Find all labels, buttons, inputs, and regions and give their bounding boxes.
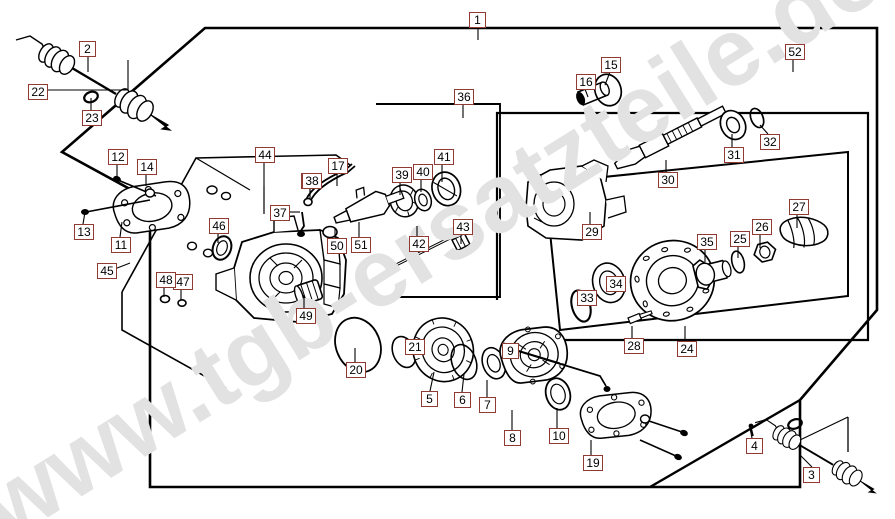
o-ring-20	[334, 316, 382, 374]
gasket-19	[579, 391, 652, 439]
callout-32[interactable]: 32	[760, 134, 780, 150]
callout-28[interactable]: 28	[624, 338, 644, 354]
callout-4[interactable]: 4	[746, 438, 763, 454]
callout-50[interactable]: 50	[327, 238, 347, 254]
callout-11[interactable]: 11	[111, 237, 131, 253]
washer-48	[159, 294, 171, 304]
callout-5[interactable]: 5	[421, 391, 438, 407]
callout-33[interactable]: 33	[577, 290, 597, 306]
clamp-18	[303, 197, 313, 207]
callout-27[interactable]: 27	[789, 199, 809, 215]
callout-52[interactable]: 52	[785, 44, 805, 60]
callout-41[interactable]: 41	[434, 149, 454, 165]
callout-30[interactable]: 30	[658, 172, 678, 188]
divider-line	[649, 398, 801, 489]
washer-25	[730, 250, 746, 274]
bolt-28	[627, 310, 653, 325]
circlip-23	[83, 90, 99, 104]
callout-24[interactable]: 24	[677, 341, 697, 357]
callout-25[interactable]: 25	[730, 231, 750, 247]
screw-47	[177, 298, 187, 307]
actuator-51	[333, 186, 405, 224]
bolt-12-right	[639, 414, 688, 437]
cap-50	[322, 225, 338, 239]
oil-seal-10	[544, 377, 572, 411]
callout-38[interactable]: 38	[302, 173, 322, 189]
callout-22[interactable]: 22	[28, 84, 48, 100]
spacer-40	[413, 188, 433, 212]
callout-17[interactable]: 17	[328, 158, 348, 174]
callout-35[interactable]: 35	[697, 234, 717, 250]
callout-13[interactable]: 13	[74, 224, 94, 240]
detail-frame-52	[495, 111, 870, 342]
callout-46[interactable]: 46	[209, 218, 229, 234]
callout-45[interactable]: 45	[97, 263, 117, 279]
circlip-23b	[787, 418, 803, 430]
callout-21[interactable]: 21	[405, 339, 425, 355]
callout-43[interactable]: 43	[453, 219, 473, 235]
detail-frame-inner	[543, 150, 849, 332]
callout-48[interactable]: 48	[156, 272, 176, 288]
seal-46	[211, 235, 233, 261]
callout-6[interactable]: 6	[454, 392, 471, 408]
wheel-hub-35	[692, 259, 732, 291]
callout-37[interactable]: 37	[270, 205, 290, 221]
gasket-plate-11	[112, 180, 191, 234]
callout-14[interactable]: 14	[137, 159, 157, 175]
callout-47[interactable]: 47	[173, 274, 193, 290]
callout-23[interactable]: 23	[82, 110, 102, 126]
callout-16[interactable]: 16	[576, 74, 596, 90]
brake-disc-24	[629, 239, 716, 322]
callout-36[interactable]: 36	[454, 89, 474, 105]
callout-40[interactable]: 40	[413, 164, 433, 180]
callout-3[interactable]: 3	[803, 467, 820, 483]
callout-7[interactable]: 7	[479, 397, 496, 413]
gearcase-29	[525, 159, 627, 241]
bearing-collar-41	[431, 171, 462, 207]
callout-15[interactable]: 15	[601, 57, 621, 73]
detail-frame-36	[376, 103, 501, 298]
callout-39[interactable]: 39	[392, 167, 412, 183]
ring-gear-5	[412, 317, 475, 383]
callout-19[interactable]: 19	[583, 455, 603, 471]
ball-bearing-31	[719, 109, 747, 141]
dust-boot-27	[779, 216, 829, 249]
pinion-shaft-30	[613, 105, 728, 170]
callout-26[interactable]: 26	[752, 219, 772, 235]
callout-8[interactable]: 8	[504, 430, 521, 446]
roller-bearing-49	[293, 279, 324, 306]
callout-29[interactable]: 29	[582, 224, 602, 240]
sleeve-16	[576, 81, 610, 107]
callout-31[interactable]: 31	[724, 147, 744, 163]
o-ring-15	[593, 73, 623, 107]
vent-fitting-37	[299, 211, 305, 233]
bolt-13-right	[639, 439, 682, 461]
callout-34[interactable]: 34	[606, 276, 626, 292]
shim-6	[450, 343, 478, 381]
callout-44[interactable]: 44	[255, 147, 275, 163]
callout-49[interactable]: 49	[296, 308, 316, 324]
bolt-12-left	[113, 175, 157, 198]
callout-1[interactable]: 1	[469, 12, 486, 28]
callout-2[interactable]: 2	[79, 41, 96, 57]
outer-frame	[59, 26, 879, 489]
callout-51[interactable]: 51	[351, 237, 371, 253]
callout-12[interactable]: 12	[108, 149, 128, 165]
callout-20[interactable]: 20	[346, 362, 366, 378]
callout-42[interactable]: 42	[409, 236, 429, 252]
callout-9[interactable]: 9	[502, 343, 519, 359]
callout-10[interactable]: 10	[549, 428, 569, 444]
